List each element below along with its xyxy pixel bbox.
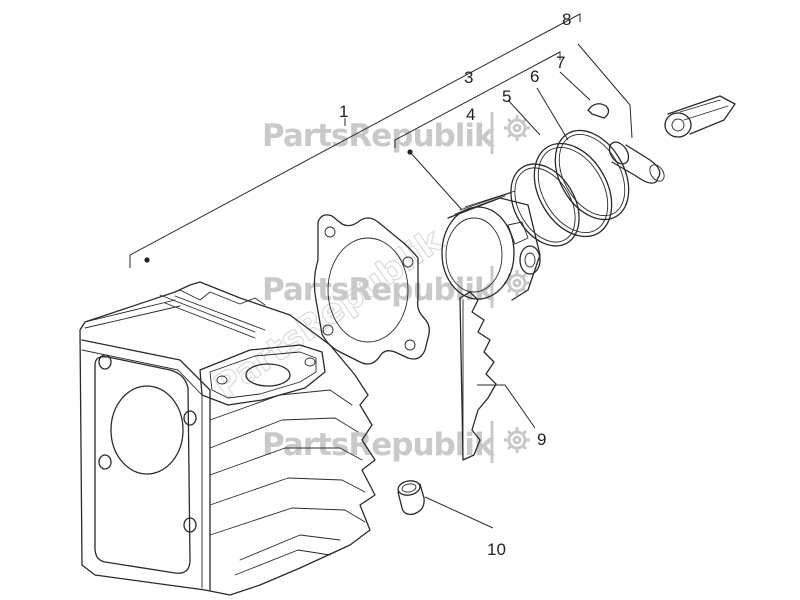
cooling-fins-top xyxy=(84,294,266,339)
cylinder-side-fins xyxy=(209,389,366,536)
gasket-hole xyxy=(402,256,414,268)
intake-port-boss xyxy=(199,344,326,406)
dowel-top xyxy=(397,480,421,496)
callout-9: 9 xyxy=(537,430,546,449)
watermark-text: PartsRepublik xyxy=(262,272,496,308)
cylinder-lower-fins xyxy=(234,534,341,576)
leader-7 xyxy=(559,71,591,101)
callout-10: 10 xyxy=(487,540,506,559)
bracket-group-3 xyxy=(394,51,561,148)
callout-3: 3 xyxy=(464,68,473,87)
dowel-body xyxy=(397,483,425,516)
conrod-shank-detail xyxy=(679,99,729,121)
gear-icon xyxy=(504,427,530,453)
piston-pin-clip-seat xyxy=(507,221,529,245)
watermark-layer: PartsRepublik PartsRepublik PartsRepubli… xyxy=(207,112,530,463)
connecting-rod xyxy=(664,95,736,138)
conrod-shank xyxy=(667,95,736,135)
conrod-small-end xyxy=(664,112,692,138)
piston-pin-hole xyxy=(524,252,536,268)
bracket-group-1 xyxy=(129,13,581,268)
stud-hole xyxy=(98,354,112,370)
callout-6: 6 xyxy=(530,67,539,86)
cylinder-shim xyxy=(459,291,497,461)
group-brackets xyxy=(129,13,633,529)
shim-outline xyxy=(459,291,497,461)
callout-7: 7 xyxy=(556,53,565,72)
bracket-group-8 xyxy=(577,43,633,139)
watermark-text: PartsRepublik xyxy=(262,118,496,154)
intake-port-flange xyxy=(209,351,317,399)
piston-pin xyxy=(608,141,665,184)
gasket-bore xyxy=(327,237,409,343)
piston-ring-5-inner xyxy=(514,167,576,243)
stud-hole xyxy=(98,454,112,470)
piston-pin-boss xyxy=(519,245,541,275)
callout-5: 5 xyxy=(502,87,511,106)
gear-icon xyxy=(504,115,530,141)
circlip-outline xyxy=(587,103,610,119)
piston-ring-5 xyxy=(510,163,580,247)
cylinder-front-inner xyxy=(81,349,203,589)
piston xyxy=(441,190,541,301)
callout-4: 4 xyxy=(466,105,475,124)
intake-port-opening xyxy=(245,363,291,387)
piston-crown-inner xyxy=(445,217,503,293)
stud-hole xyxy=(183,410,197,426)
intake-stud-hole xyxy=(304,357,316,367)
gasket-hole xyxy=(404,339,416,351)
cylinder-bore xyxy=(110,385,184,475)
cylinder-block xyxy=(79,281,376,596)
leader-4 xyxy=(409,151,463,211)
intake-stud-hole xyxy=(216,375,228,385)
piston-ring-6b xyxy=(554,129,630,221)
gasket-hole xyxy=(324,226,336,238)
callout-8: 8 xyxy=(562,10,571,29)
watermark-2: PartsRepublik xyxy=(262,266,530,308)
dowel-bore xyxy=(401,483,417,493)
piston-rings xyxy=(510,129,630,247)
piston-ring-grooves xyxy=(454,190,516,215)
cylinder-front-flange xyxy=(94,356,191,574)
gasket-hole xyxy=(322,324,334,336)
piston-ring-6a-inner xyxy=(537,146,609,234)
leader-9 xyxy=(477,384,536,429)
piston-pin-circlip xyxy=(587,103,610,119)
cylinder-dowel xyxy=(397,480,425,516)
watermark-diagonal: PartsRepublik xyxy=(207,220,451,407)
gear-icon xyxy=(504,270,530,296)
cylinder-gasket xyxy=(313,214,430,365)
cooling-fin-ridge xyxy=(179,289,266,306)
leader-5 xyxy=(507,99,541,136)
callout-1: 1 xyxy=(339,102,348,121)
piston-pin-bore xyxy=(649,164,665,182)
piston-pin-end xyxy=(608,141,630,165)
callout-labels: 1 3 4 5 6 7 8 9 10 xyxy=(339,10,571,559)
conrod-small-end-bore xyxy=(671,118,685,132)
leader-6 xyxy=(536,87,569,141)
cylinder-outline xyxy=(79,281,376,596)
watermark-3: PartsRepublik xyxy=(262,421,530,463)
cylinder-front-edge xyxy=(81,339,211,591)
watermark-text: PartsRepublik xyxy=(262,427,496,463)
piston-ring-6a xyxy=(533,142,613,238)
watermark-1: PartsRepublik xyxy=(262,112,530,154)
leader-10 xyxy=(424,496,494,529)
gasket-outer-outline xyxy=(313,214,430,365)
stud-hole xyxy=(183,517,197,533)
leader-dot-1 xyxy=(144,257,150,263)
